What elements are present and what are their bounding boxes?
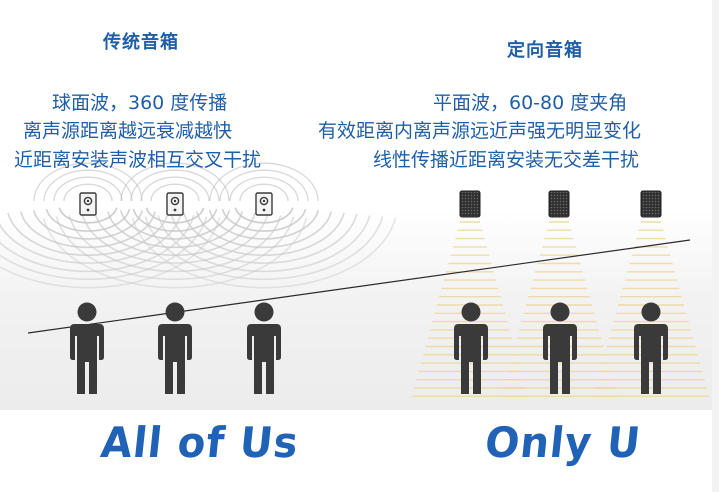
traditional-slogan: All of Us: [98, 418, 302, 467]
wave-arc: [55, 216, 295, 281]
wave-arc: [170, 213, 358, 264]
directional-feature-2: 有效距离内离声源远近声强无明显变化: [318, 120, 642, 142]
wave-arc: [196, 211, 332, 249]
wave-arc: [157, 215, 371, 273]
wave-arc-upper: [43, 169, 133, 202]
wave-arc-upper: [239, 183, 289, 202]
wave-arc-upper: [209, 162, 319, 202]
wave-arc: [42, 217, 308, 289]
wave-arc: [0, 217, 221, 289]
wave-arc: [81, 213, 269, 264]
wave-arc: [0, 215, 195, 273]
box-speaker-2: [166, 192, 184, 216]
wave-arc: [58, 207, 118, 224]
wave-arc: [131, 217, 397, 289]
directional-slogan: Only U: [482, 418, 644, 467]
spherical-waves: [0, 162, 397, 289]
wave-arc: [20, 211, 156, 249]
wave-arc-upper: [33, 162, 143, 202]
directional-feature-3: 线性传播近距离安装无交差干扰: [373, 149, 640, 171]
wave-arc: [119, 210, 231, 240]
wave-arc-upper: [140, 176, 210, 202]
wave-arc-upper: [219, 169, 309, 202]
right-edge-strip: [712, 0, 719, 492]
person-figure: [634, 302, 668, 394]
wave-arc: [183, 212, 345, 256]
wave-arc: [132, 208, 218, 232]
panel-speaker-3: [640, 190, 662, 218]
wave-arc: [107, 211, 243, 249]
wave-arc: [7, 212, 169, 256]
wave-arc: [144, 216, 384, 281]
wave-arc-upper: [130, 169, 220, 202]
person-figure: [454, 302, 488, 394]
traditional-feature-2: 离声源距离越远衰减越快: [23, 120, 233, 142]
wave-arc: [0, 216, 208, 281]
people: [70, 302, 668, 394]
person-figure: [158, 302, 192, 394]
wave-arc: [0, 213, 182, 264]
box-speaker-3: [255, 192, 273, 216]
wave-arc-upper: [150, 183, 200, 202]
wave-arc-upper: [63, 183, 113, 202]
panel-speaker-2: [548, 190, 570, 218]
panel-speaker-1: [459, 190, 481, 218]
traditional-feature-3: 近距离安装声波相互交叉干扰: [14, 149, 262, 171]
directional-speaker-title: 定向音箱: [507, 40, 583, 61]
person-figure: [247, 302, 281, 394]
reference-line: [27, 239, 691, 334]
wave-arc-upper: [53, 176, 123, 202]
wave-arc: [68, 215, 282, 273]
wave-arc: [208, 210, 320, 240]
traditional-speaker-title: 传统音箱: [103, 32, 179, 53]
wave-arc-upper: [229, 176, 299, 202]
person-figure: [70, 302, 104, 394]
wave-arc: [234, 207, 294, 224]
wave-arc: [221, 208, 307, 232]
wave-arc-upper: [120, 162, 230, 202]
traditional-feature-1: 球面波，360 度传播: [52, 92, 228, 114]
directional-beams: [411, 221, 710, 397]
box-speaker-1: [79, 192, 97, 216]
person-figure: [543, 302, 577, 394]
directional-feature-1: 平面波，60-80 度夹角: [433, 92, 628, 114]
wave-arc: [32, 210, 144, 240]
